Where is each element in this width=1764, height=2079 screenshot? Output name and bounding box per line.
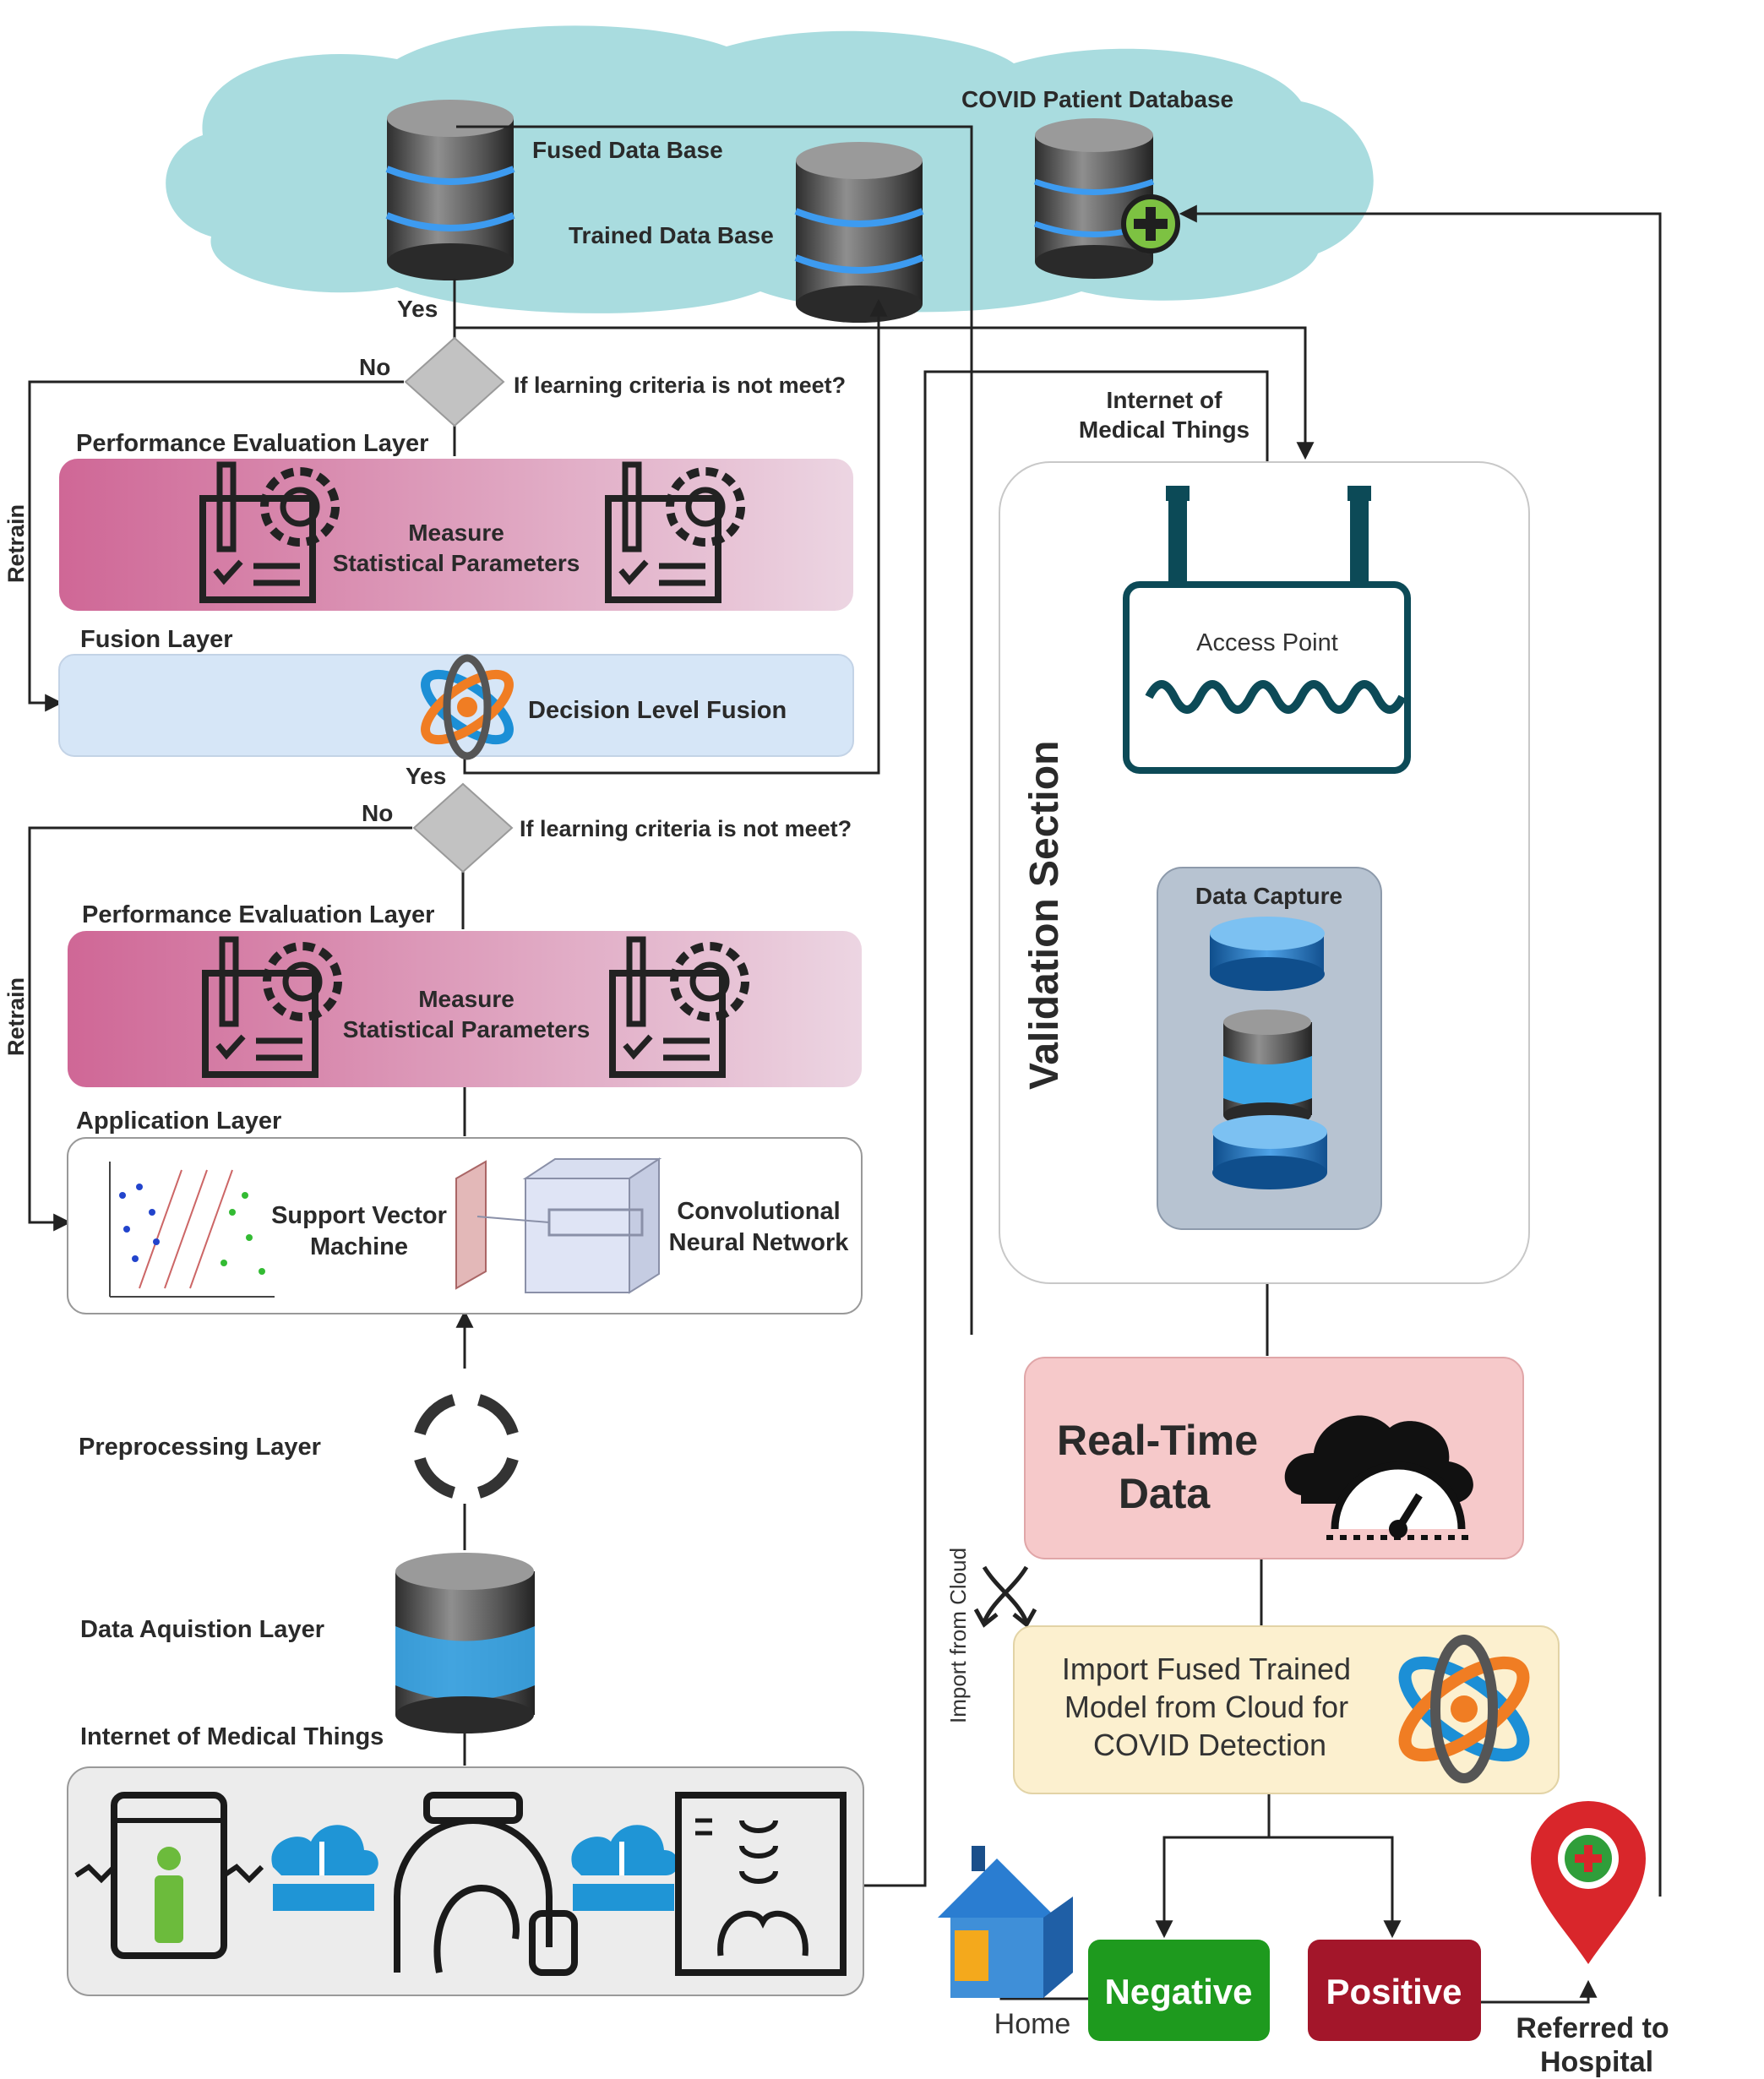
cloud-speedometer-icon <box>1284 1415 1473 1540</box>
disk-icon <box>1212 1115 1327 1189</box>
router-icon <box>1123 486 1411 774</box>
fused-db-label: Fused Data Base <box>532 137 723 163</box>
retrain-label-bottom: Retrain <box>3 977 29 1056</box>
perf-layer-top-title: Performance Evaluation Layer <box>76 430 428 457</box>
perf-layer-bottom-title: Performance Evaluation Layer <box>82 901 434 928</box>
iomt-left-label: Internet of Medical Things <box>80 1723 384 1750</box>
negative-box <box>1088 1940 1270 2041</box>
home-label: Home <box>994 2008 1071 2040</box>
perf-top-line2: Statistical Parameters <box>333 550 580 576</box>
cloud-storage <box>166 25 1374 313</box>
perf-bottom-line1: Measure <box>418 986 514 1012</box>
cloud-upload-icon <box>571 1825 678 1911</box>
application-layer-title: Application Layer <box>76 1108 281 1135</box>
decision-top-yes: Yes <box>397 296 438 322</box>
decision-diamond-icon <box>404 336 505 427</box>
decision-top-no: No <box>359 354 390 380</box>
xray-icon <box>675 1792 847 1976</box>
data-acquisition-label: Data Aquistion Layer <box>80 1616 324 1643</box>
positive-box <box>1308 1940 1481 2041</box>
preprocessing-layer-label: Preprocessing Layer <box>79 1434 321 1461</box>
positive-label: Positive <box>1326 1972 1462 2011</box>
cnn-line2: Neural Network <box>669 1229 850 1256</box>
connectors <box>28 125 1662 2004</box>
svm-plot-icon <box>109 1162 275 1298</box>
cnn-cube-icon <box>455 1157 662 1294</box>
decision-bottom-question: If learning criteria is not meet? <box>520 816 852 841</box>
import-from-cloud-label: Import from Cloud <box>945 1548 971 1723</box>
plus-icon <box>1121 194 1180 253</box>
cloud-upload-icon <box>271 1825 378 1911</box>
iomt-devices-box <box>67 1766 864 1996</box>
crossed-arrows-icon <box>973 1565 1037 1628</box>
gear-document-icon <box>605 461 745 603</box>
body-scanner-icon <box>74 1792 264 1959</box>
covid-db-label: COVID Patient Database <box>961 86 1233 112</box>
retrain-label-top: Retrain <box>3 504 29 583</box>
iomt-right-line1: Internet of <box>1107 387 1223 413</box>
svm-line2: Machine <box>310 1233 408 1260</box>
database-icon <box>395 1553 535 1733</box>
gear-document-icon <box>199 461 340 603</box>
house-icon <box>938 1846 1073 1998</box>
perf-bottom-line2: Statistical Parameters <box>343 1016 591 1042</box>
atom-fusion-icon <box>1398 1635 1530 1783</box>
svm-line1: Support Vector <box>271 1202 447 1229</box>
validation-title: Validation Section <box>1022 741 1067 1090</box>
import-model-line2: Model from Cloud for <box>1064 1690 1348 1724</box>
database-icon <box>1223 1010 1312 1128</box>
ct-scanner-icon <box>394 1792 578 1976</box>
fusion-layer-title: Fusion Layer <box>80 626 233 653</box>
perf-top-line1: Measure <box>408 520 504 546</box>
referred-line2: Hospital <box>1540 2046 1653 2078</box>
gear-document-icon <box>202 936 342 1078</box>
fusion-layer-text: Decision Level Fusion <box>528 697 787 724</box>
referred-line1: Referred to <box>1516 2012 1669 2044</box>
cnn-line1: Convolutional <box>677 1198 840 1225</box>
hospital-pin-icon <box>1531 1801 1646 1964</box>
access-point-label: Access Point <box>1196 629 1338 656</box>
realtime-line1: Real-Time <box>1057 1417 1258 1464</box>
import-model-line1: Import Fused Trained <box>1062 1652 1351 1686</box>
decision-bottom-no: No <box>362 800 393 826</box>
import-model-line3: COVID Detection <box>1093 1728 1326 1762</box>
decision-diamond-icon <box>412 782 514 874</box>
negative-label: Negative <box>1104 1972 1252 2011</box>
atom-fusion-icon <box>421 654 514 760</box>
decision-top-question: If learning criteria is not meet? <box>514 373 846 398</box>
refresh-cycle-icon <box>414 1394 519 1499</box>
fusion-layer-band <box>58 654 854 757</box>
decision-bottom-yes: Yes <box>406 763 446 789</box>
realtime-line2: Data <box>1119 1470 1211 1517</box>
iomt-right-line2: Medical Things <box>1079 416 1250 443</box>
data-capture-label: Data Capture <box>1195 883 1342 909</box>
disk-icon <box>1210 917 1325 991</box>
trained-database-icon <box>794 142 924 323</box>
gear-document-icon <box>609 936 749 1078</box>
trained-db-label: Trained Data Base <box>569 222 774 248</box>
